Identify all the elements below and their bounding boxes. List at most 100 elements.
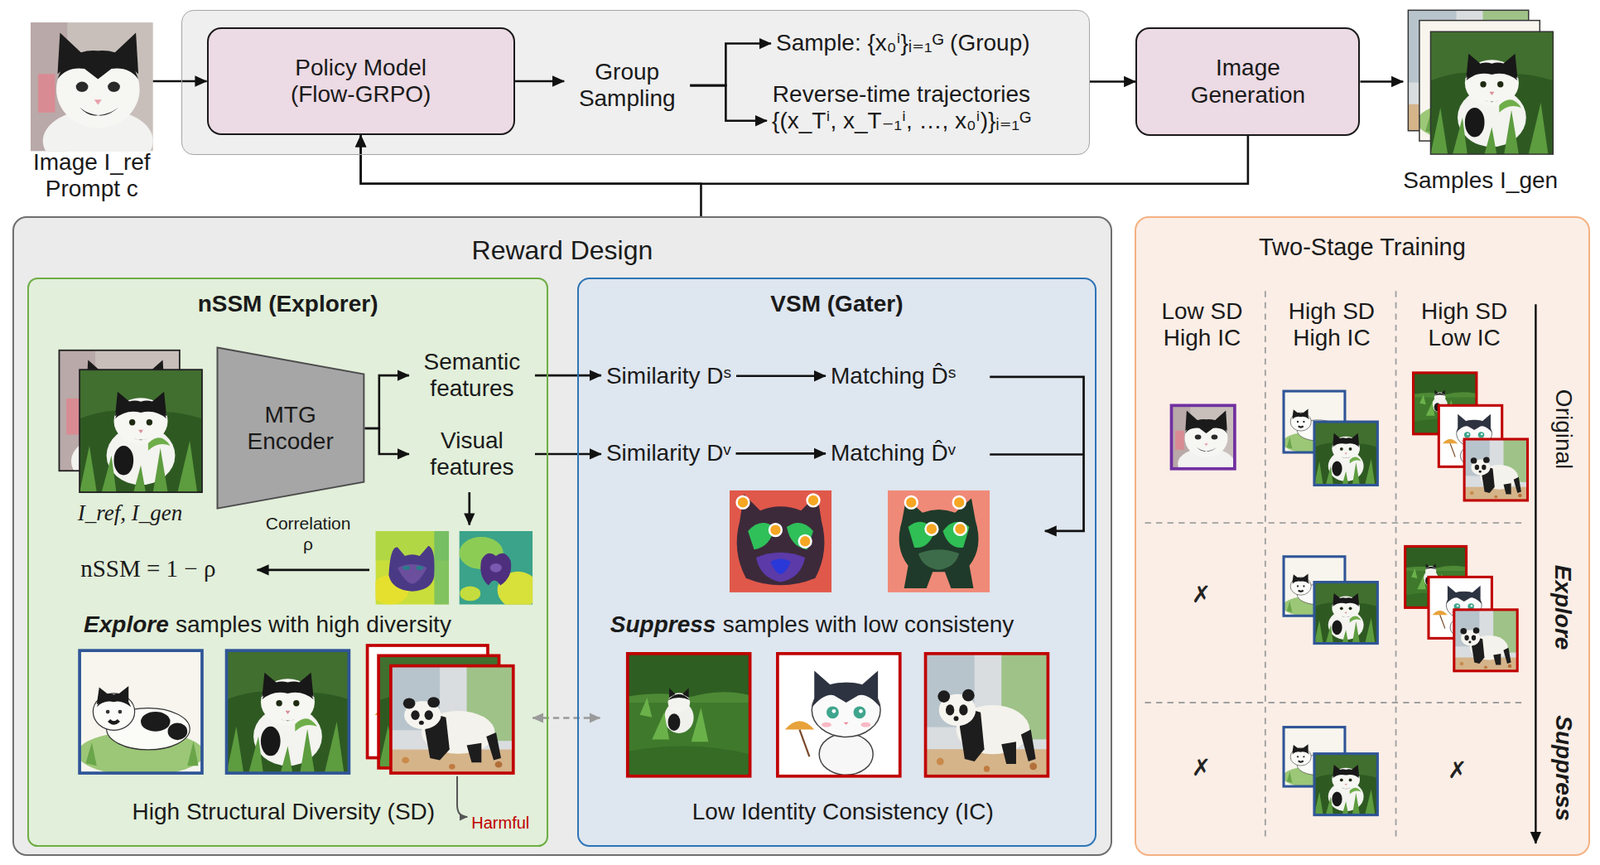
flow-arrow — [467, 491, 471, 525]
harmful-pointer — [457, 775, 468, 817]
panel-title: Reward Design — [472, 235, 654, 266]
image-frame — [925, 653, 1049, 776]
step-label: Group Sampling — [563, 56, 690, 115]
samples-caption: Samples I_gen — [1402, 9, 1558, 194]
caption: Low Identity Consistency (IC) — [692, 798, 994, 825]
image-frame — [1454, 609, 1518, 671]
arrow-connector — [689, 43, 772, 87]
stage-label: Suppress — [1549, 714, 1576, 821]
emphasis-word: Explore — [83, 611, 169, 638]
vsm-illustrations — [627, 376, 1085, 776]
panel-fills — [12, 9, 1591, 856]
node-text: Matching D̂ˢ — [830, 362, 956, 390]
keypoints — [737, 494, 967, 548]
arrow-connector — [534, 374, 602, 377]
encoder-block: MTG Encoder — [216, 346, 366, 510]
image-frame — [777, 653, 901, 776]
cross-mark: ✗ — [1191, 581, 1211, 608]
formula: nSSM = 1 − ρ — [80, 554, 216, 583]
column-header: Low SD High IC — [1150, 298, 1254, 352]
generated-image — [79, 369, 203, 492]
column-header: High SD High IC — [1279, 298, 1384, 352]
thumbnail — [1314, 582, 1378, 644]
correlation-label: Correlation ρ — [262, 513, 354, 554]
illustration-part — [769, 523, 782, 536]
panel-title: nSSM (Explorer) — [197, 290, 379, 318]
thumbnail — [1171, 404, 1235, 479]
emphasis-word: Suppress — [610, 611, 717, 638]
merge-bracket — [989, 376, 1084, 531]
arrow-connector — [365, 375, 410, 429]
illustration-part — [953, 496, 966, 509]
stage-arrow — [1534, 303, 1537, 844]
node-text: I_ref, I_gen — [58, 500, 203, 526]
node-text: Reverse-time trajectories — [771, 81, 1032, 108]
panel-fill — [1134, 216, 1591, 856]
sample-image — [777, 653, 901, 776]
caption: samples with high diversity — [175, 611, 452, 638]
image-frame — [1430, 31, 1553, 155]
arrow-connector — [534, 453, 602, 456]
node-text: Image Generation — [1161, 54, 1335, 108]
stage-label: Explore — [1549, 564, 1576, 651]
sample-image — [627, 653, 751, 776]
node-text: Semantic features — [414, 348, 531, 402]
image-frame — [1314, 582, 1378, 644]
image-frame — [79, 650, 203, 773]
panel-fill — [12, 216, 1113, 856]
sample-image — [1430, 31, 1553, 155]
panel-fill — [181, 9, 1090, 155]
heatmap — [458, 530, 539, 608]
caption: samples with low consisteny — [722, 611, 1015, 638]
image-frame — [1464, 438, 1528, 501]
node-text: Samples I_gen — [1402, 167, 1558, 194]
thumbnail — [1314, 421, 1378, 485]
image-frame — [627, 653, 751, 776]
panel-title: Two-Stage Training — [1258, 233, 1466, 261]
output-label: Reverse-time trajectories{(x_Tⁱ, x_T₋₁ⁱ,… — [766, 78, 1037, 137]
column-header: High SD Low IC — [1412, 298, 1517, 352]
arrow-connector — [361, 134, 1249, 184]
caption: High Structural Diversity (SD) — [132, 798, 436, 825]
nssm-illustrations — [58, 350, 539, 817]
sample-image — [226, 650, 350, 773]
two-stage-grid — [1144, 290, 1536, 844]
node-text: Policy Model (Flow-GRPO) — [271, 54, 450, 108]
node-text: Group Sampling — [568, 58, 685, 112]
grid-line — [1144, 522, 1523, 703]
image-frame — [1314, 421, 1378, 485]
feature-map — [887, 490, 990, 593]
node-text: Image I_ref — [30, 149, 154, 176]
metric-label: Matching D̂ˢ — [825, 360, 961, 392]
panel-title: VSM (Gater) — [770, 290, 903, 318]
image-frame — [1171, 404, 1235, 468]
metric-label: Similarity Dˢ — [601, 360, 737, 392]
thumbnail — [1454, 609, 1518, 671]
heatmap — [371, 530, 449, 605]
image-frame — [1314, 753, 1378, 815]
stage-label: Original — [1550, 388, 1577, 468]
arrow-connector — [1089, 80, 1136, 83]
image-frame — [79, 369, 203, 492]
arrow-connector — [1359, 80, 1403, 83]
panel-fill — [577, 277, 1097, 848]
panel-fill — [27, 277, 550, 848]
sample-image — [77, 650, 205, 776]
node-text: Similarity Dᵛ — [606, 439, 732, 467]
illustration-part — [905, 496, 918, 509]
arrow-connector — [365, 428, 410, 454]
arrow-connector — [736, 452, 827, 455]
illustration-part — [954, 522, 967, 535]
image-frame — [226, 650, 350, 773]
feature-label: Semantic features — [409, 346, 535, 405]
thumbnail — [1314, 753, 1378, 815]
flow-arrow — [257, 568, 371, 571]
node-text: MTG Encoder — [236, 401, 345, 455]
reward-panel: I_ref, I_gen MTG Encoder Semantic features… — [12, 216, 1113, 855]
arrow-connector — [736, 374, 826, 377]
input-caption: Image I_refPrompt c — [30, 22, 154, 203]
illustration-part — [737, 496, 750, 509]
sample-image — [390, 665, 514, 773]
feature-map — [729, 490, 832, 593]
